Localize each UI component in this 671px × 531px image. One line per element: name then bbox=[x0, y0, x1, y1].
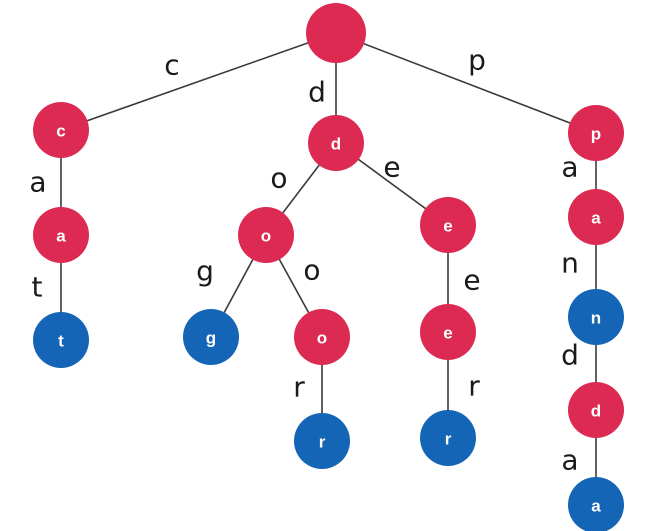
edge-label-root-c: c bbox=[164, 49, 179, 82]
trie-node-p: p bbox=[568, 105, 624, 161]
trie-node-de: e bbox=[420, 197, 476, 253]
node-circle-pan bbox=[568, 289, 624, 345]
node-circle-do bbox=[238, 207, 294, 263]
trie-node-pa: a bbox=[568, 189, 624, 245]
node-label-ca: a bbox=[56, 227, 66, 246]
trie-node-c: c bbox=[33, 102, 89, 158]
edge-label-ca-cat: t bbox=[32, 271, 43, 304]
trie-node-do: o bbox=[238, 207, 294, 263]
node-circle-p bbox=[568, 105, 624, 161]
edge-root-p bbox=[335, 32, 597, 134]
trie-node-root bbox=[306, 3, 366, 63]
node-circle-cat bbox=[33, 312, 89, 368]
node-circle-ca bbox=[33, 207, 89, 263]
node-label-pand: d bbox=[591, 402, 601, 421]
node-circle-dee bbox=[420, 304, 476, 360]
edge-root-c bbox=[60, 32, 337, 131]
trie-node-dog: g bbox=[183, 309, 239, 365]
node-circle-door bbox=[294, 413, 350, 469]
edge-label-de-dee: e bbox=[463, 264, 480, 297]
edge-labels-layer: c d p a t o e g o r e r a n d a bbox=[29, 44, 578, 477]
node-label-do: o bbox=[261, 227, 271, 246]
node-label-c: c bbox=[56, 122, 65, 141]
trie-node-pan: n bbox=[568, 289, 624, 345]
node-circle-pa bbox=[568, 189, 624, 245]
trie-node-cat: t bbox=[33, 312, 89, 368]
node-label-panda: a bbox=[591, 497, 601, 516]
trie-node-pand: d bbox=[568, 382, 624, 438]
node-circle-deer bbox=[420, 410, 476, 466]
node-circle-doo bbox=[294, 309, 350, 365]
node-label-pan: n bbox=[591, 309, 601, 328]
node-circle-c bbox=[33, 102, 89, 158]
edge-label-c-ca: a bbox=[29, 166, 46, 199]
trie-node-doo: o bbox=[294, 309, 350, 365]
trie-node-deer: r bbox=[420, 410, 476, 466]
node-circle-panda bbox=[568, 477, 624, 531]
edge-label-root-d: d bbox=[308, 76, 326, 109]
node-label-door: r bbox=[319, 433, 326, 452]
edge-label-do-doo: o bbox=[303, 254, 320, 287]
edge-label-pand-panda: a bbox=[561, 444, 578, 477]
node-label-dee: e bbox=[443, 324, 452, 343]
edge-label-doo-door: r bbox=[293, 371, 305, 404]
edge-label-dee-deer: r bbox=[468, 370, 480, 403]
node-label-pa: a bbox=[591, 209, 601, 228]
trie-node-door: r bbox=[294, 413, 350, 469]
trie-node-panda: a bbox=[568, 477, 624, 531]
node-label-d: d bbox=[331, 135, 341, 154]
edge-label-root-p: p bbox=[468, 44, 486, 77]
node-circle-d bbox=[308, 115, 364, 171]
node-circle-de bbox=[420, 197, 476, 253]
node-label-deer: r bbox=[445, 430, 452, 449]
node-circle-dog bbox=[183, 309, 239, 365]
edge-label-d-do: o bbox=[270, 162, 287, 195]
edge-label-pan-pand: d bbox=[561, 339, 579, 372]
trie-node-d: d bbox=[308, 115, 364, 171]
node-label-doo: o bbox=[317, 329, 327, 348]
node-circle-root bbox=[306, 3, 366, 63]
node-label-dog: g bbox=[206, 329, 216, 348]
trie-node-dee: e bbox=[420, 304, 476, 360]
edge-label-do-dog: g bbox=[196, 255, 214, 288]
edge-label-p-pa: a bbox=[561, 151, 578, 184]
node-circle-pand bbox=[568, 382, 624, 438]
edge-label-pa-pan: n bbox=[561, 247, 579, 280]
node-label-p: p bbox=[591, 125, 601, 144]
node-label-cat: t bbox=[58, 332, 64, 351]
trie-node-ca: a bbox=[33, 207, 89, 263]
node-label-de: e bbox=[443, 217, 452, 236]
edge-label-d-de: e bbox=[383, 151, 400, 184]
